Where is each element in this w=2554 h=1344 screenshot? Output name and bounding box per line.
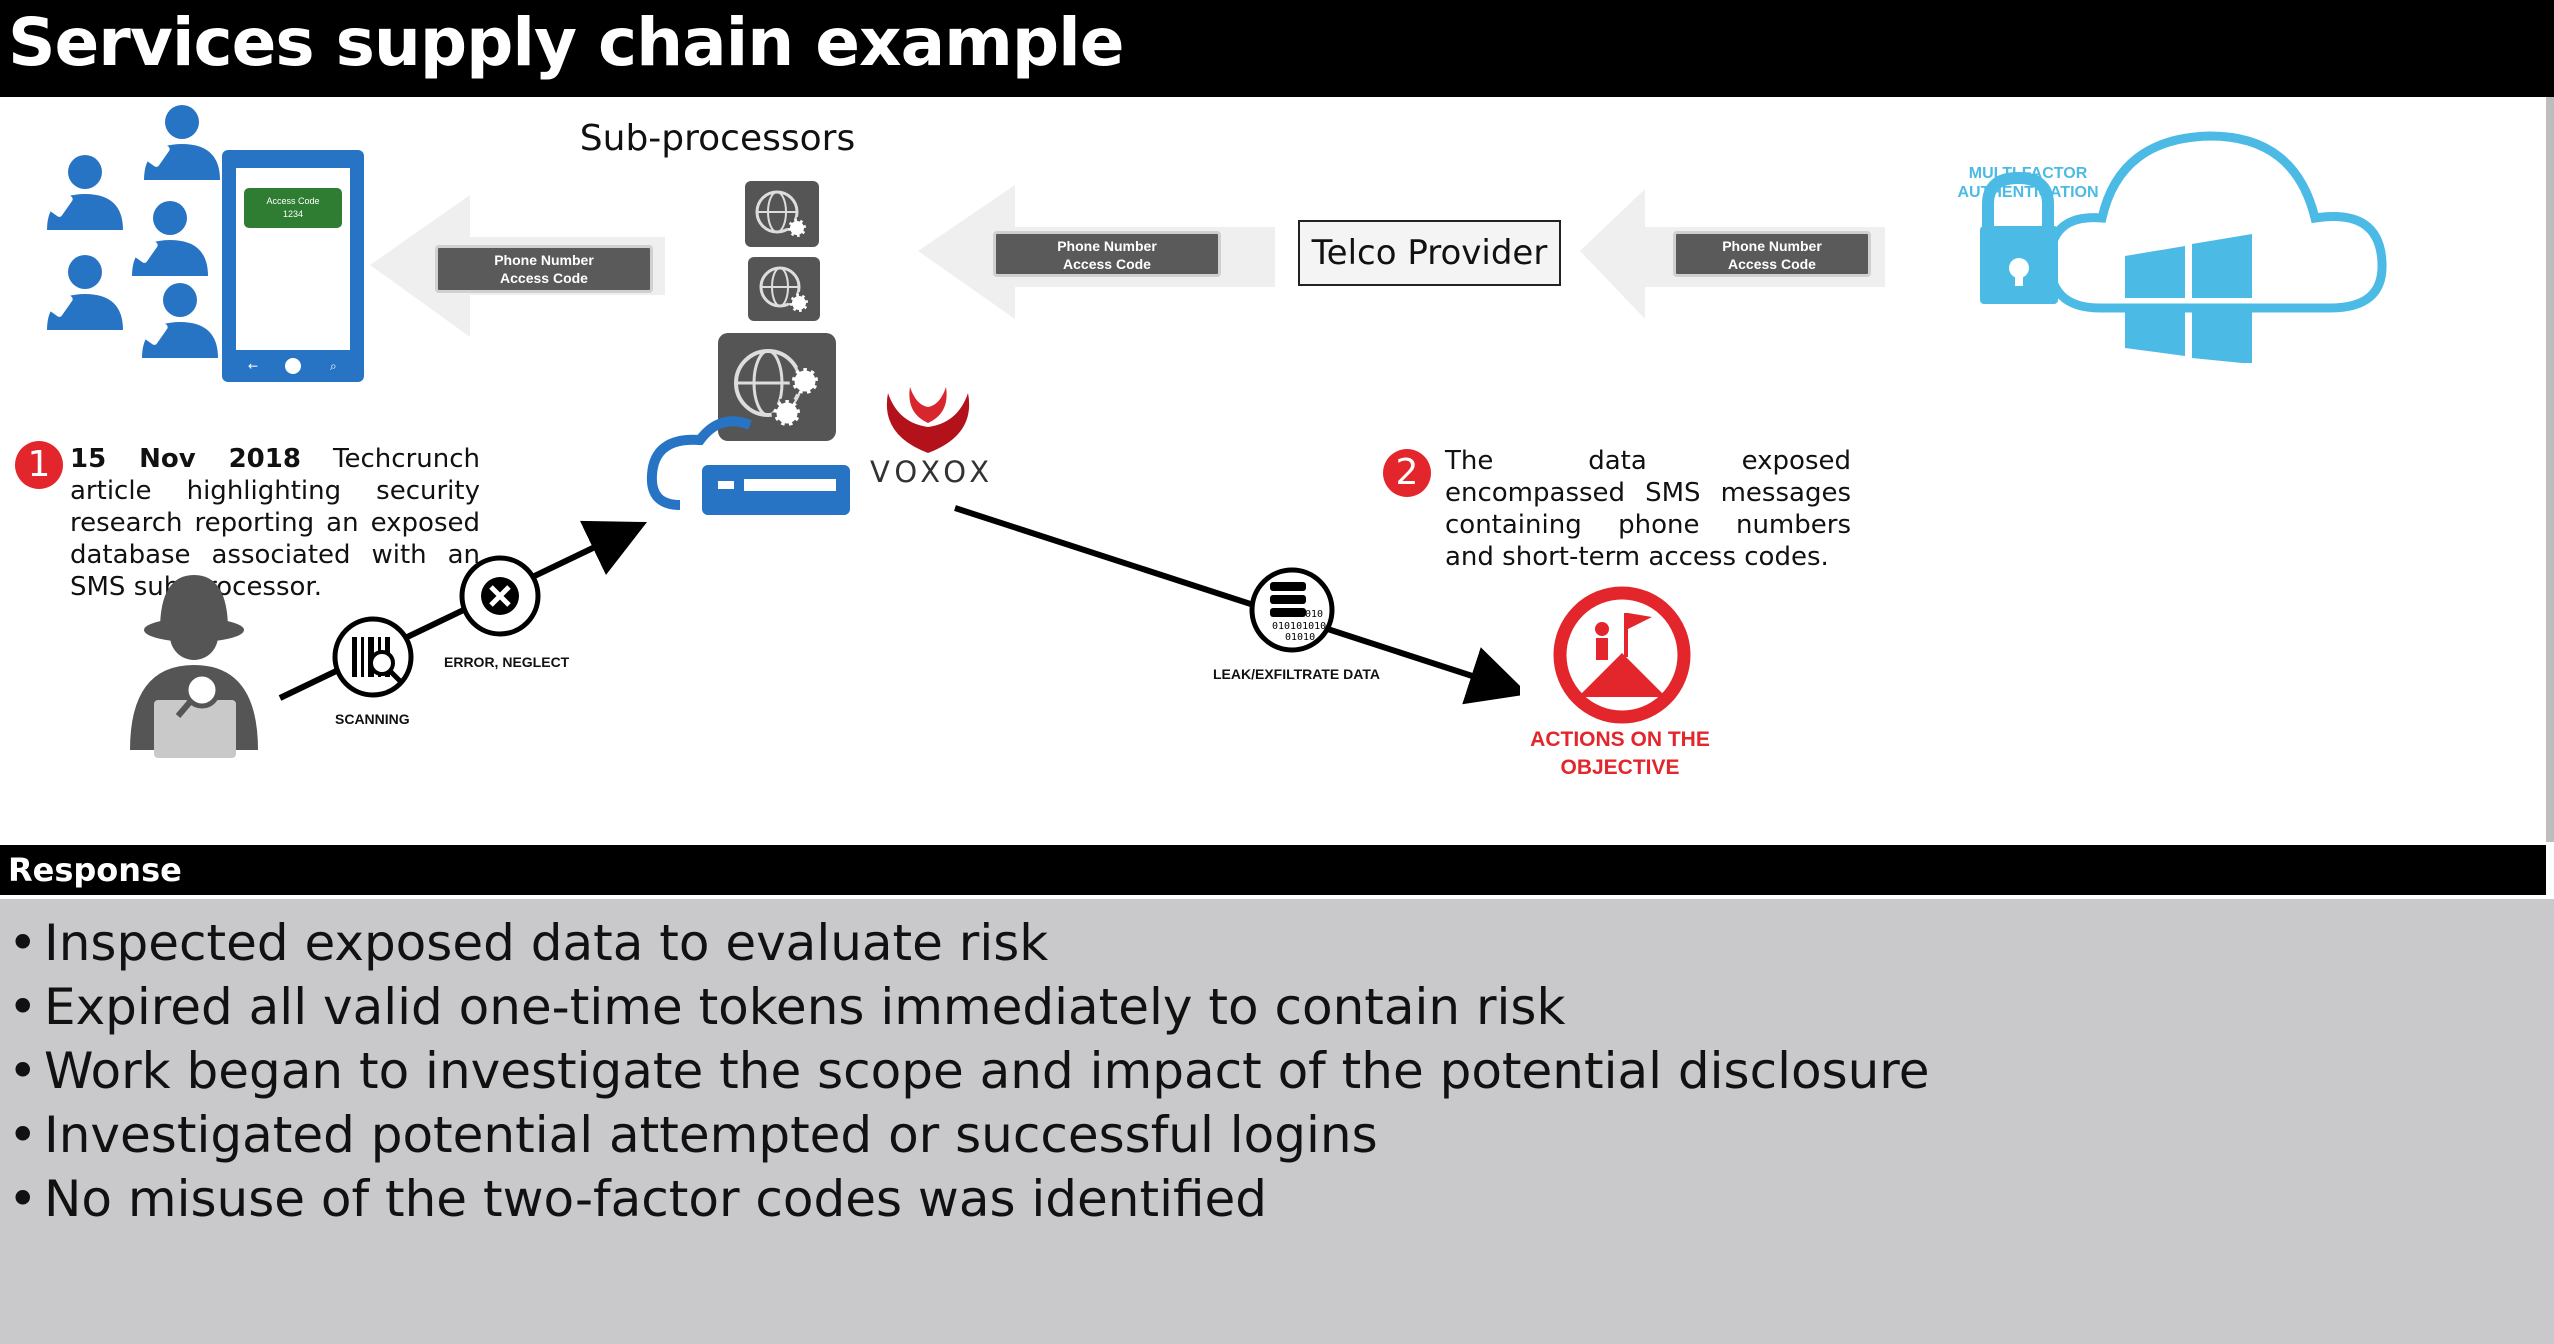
response-item: •Expired all valid one-time tokens immed…	[8, 975, 1930, 1039]
cloud-server-icon	[646, 416, 850, 515]
binary-text: 010101010	[1272, 621, 1326, 632]
bullet: •	[8, 978, 38, 1036]
subprocessors-title: Sub-processors	[579, 118, 856, 159]
response-panel: •Inspected exposed data to evaluate risk…	[0, 899, 2554, 1344]
svg-text:←: ←	[248, 359, 258, 373]
user-icon	[132, 201, 208, 276]
response-item-text: No misuse of the two-factor codes was id…	[44, 1170, 1267, 1228]
database-binary-icon: 010 010101010 01010	[1249, 567, 1335, 653]
user-icon	[142, 283, 218, 358]
response-item: •Work began to investigate the scope and…	[8, 1039, 1930, 1103]
response-item-text: Investigated potential attempted or succ…	[44, 1106, 1378, 1164]
pill-line: Access Code	[1728, 256, 1816, 272]
cloud-icon	[2045, 131, 2387, 313]
response-item: •Investigated potential attempted or suc…	[8, 1103, 1930, 1167]
voxox-wordmark: VOXOX	[870, 455, 995, 489]
response-list: •Inspected exposed data to evaluate risk…	[8, 911, 1930, 1231]
objective-label-line: ACTIONS ON THE	[1530, 728, 1710, 751]
response-item: •No misuse of the two-factor codes was i…	[8, 1167, 1930, 1231]
hacker-icon	[130, 575, 258, 758]
pill-line: Access Code	[1063, 256, 1151, 272]
response-item-text: Work began to investigate the scope and …	[44, 1042, 1930, 1100]
user-icon	[144, 105, 220, 180]
step-2-text: The data exposed encompassed SMS message…	[1445, 446, 1851, 572]
pill-line: Phone Number	[1057, 238, 1157, 254]
step-1-description: Techcrunch article highlighting security…	[70, 444, 481, 602]
objective-label-line: OBJECTIVE	[1560, 756, 1680, 779]
step-1-text: 15 Nov 2018 Techcrunch article highlight…	[70, 443, 480, 603]
scanning-label: SCANNING	[335, 711, 410, 727]
user-icon	[47, 255, 123, 330]
pill-line: Access Code	[500, 270, 588, 286]
response-item-text: Inspected exposed data to evaluate risk	[44, 914, 1049, 972]
slide-edge	[2546, 97, 2554, 842]
lock-icon	[1980, 171, 2058, 304]
globe-gear-icon	[748, 257, 820, 321]
objective-flag-icon	[1553, 586, 1691, 724]
step-1-badge: 1	[15, 441, 63, 489]
response-header: Response	[0, 845, 2546, 895]
binary-text: 01010	[1285, 632, 1315, 643]
attack-path: 010 010101010 01010	[130, 505, 1520, 758]
data-pill-users: Phone Number Access Code	[435, 245, 653, 293]
windows-logo-icon	[2125, 234, 2252, 363]
page-title: Services supply chain example	[8, 4, 1125, 81]
error-neglect-label: ERROR, NEGLECT	[444, 654, 570, 670]
users-group-icon: Access Code 1234 ← ⌕	[47, 105, 364, 382]
bullet: •	[8, 1170, 38, 1228]
mfa-graphics	[1980, 131, 2387, 363]
data-pill-subprocessors: Phone Number Access Code	[993, 231, 1221, 277]
leak-label: LEAK/EXFILTRATE DATA	[1213, 666, 1380, 682]
binary-text: 010	[1305, 609, 1323, 620]
bullet: •	[8, 1042, 38, 1100]
scanning-icon	[332, 616, 414, 698]
bullet: •	[8, 914, 38, 972]
step-1-date: 15 Nov 2018	[70, 444, 301, 474]
bullet: •	[8, 1106, 38, 1164]
svg-text:⌕: ⌕	[330, 359, 337, 373]
globe-gear-icon	[745, 181, 819, 247]
globe-gear-icon	[718, 333, 836, 441]
voxox-logo-icon	[886, 387, 970, 453]
step-2-badge: 2	[1383, 449, 1431, 497]
phone-icon: Access Code 1234 ← ⌕	[222, 150, 364, 382]
pill-line: Phone Number	[494, 252, 594, 268]
data-pill-telco: Phone Number Access Code	[1673, 231, 1871, 277]
telco-provider-box: Telco Provider	[1298, 220, 1561, 286]
error-x-icon	[459, 555, 541, 637]
leak-arrow	[954, 505, 1520, 705]
subprocessor-stack	[646, 181, 850, 515]
response-title: Response	[8, 851, 182, 889]
pill-line: Phone Number	[1722, 238, 1822, 254]
title-bar: Services supply chain example	[0, 0, 2554, 97]
phone-screen-text: Access Code	[266, 196, 319, 206]
user-icon	[47, 155, 123, 230]
response-item-text: Expired all valid one-time tokens immedi…	[44, 978, 1566, 1036]
phone-screen-code: 1234	[283, 209, 303, 219]
response-item: •Inspected exposed data to evaluate risk	[8, 911, 1930, 975]
attack-arrow	[278, 520, 648, 701]
objective-label: ACTIONS ON THE OBJECTIVE	[1500, 726, 1740, 782]
